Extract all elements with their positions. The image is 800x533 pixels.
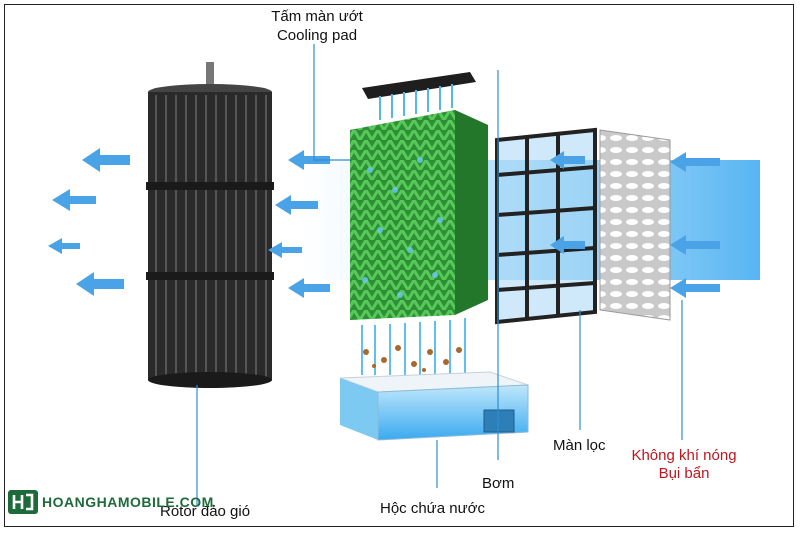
pump-label: Bơm xyxy=(482,475,515,492)
rotor-drum xyxy=(146,62,274,388)
cooling-pad-label-vi: Tấm màn ướt xyxy=(271,8,363,25)
filter-label: Màn lọc xyxy=(553,437,606,454)
logo-icon xyxy=(8,490,38,514)
logo-text: HOANGHAMOBILE.COM xyxy=(42,494,214,510)
brand-logo: HOANGHAMOBILE.COM xyxy=(8,490,214,514)
rotor-label: Rotor đảo gió xyxy=(160,503,251,520)
cooling-pad-label-en: Cooling pad xyxy=(276,27,358,44)
water-tank xyxy=(339,371,529,441)
filter-grid-frame xyxy=(495,127,597,325)
leader-lines xyxy=(196,44,683,505)
cooling-pad xyxy=(350,110,488,320)
dust-label: Bụi bẩn xyxy=(658,465,710,482)
hot-air-label: Không khí nóng xyxy=(631,447,737,464)
water-drips xyxy=(361,318,466,375)
perforated-filter xyxy=(599,129,671,321)
diagram-frame xyxy=(4,4,794,527)
water-distributor xyxy=(362,72,476,120)
airflow-arrows xyxy=(48,148,720,298)
tank-label: Hộc chứa nước xyxy=(380,500,485,517)
